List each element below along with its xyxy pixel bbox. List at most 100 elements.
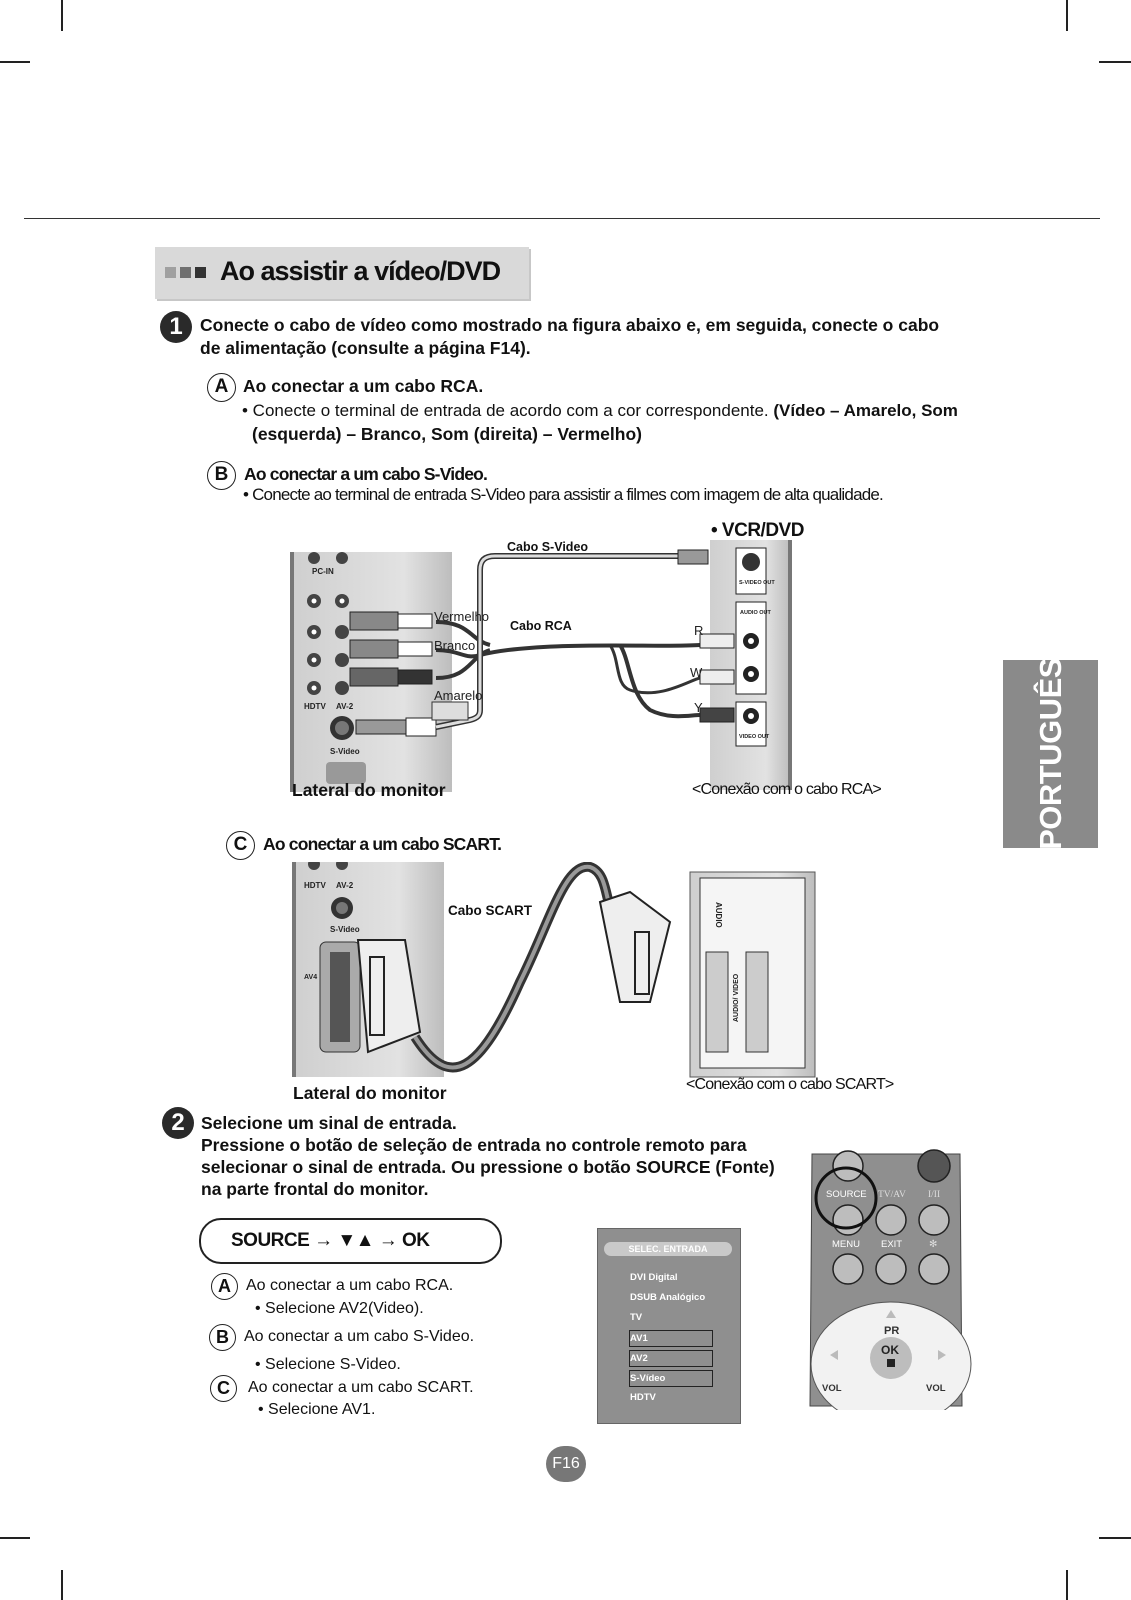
step-2-a-text: Ao conectar a um cabo RCA. (246, 1277, 454, 1294)
crop-mark (0, 1537, 30, 1539)
menu-item-dvi-digital[interactable]: DVI Digital (630, 1272, 678, 1283)
port-av2-label: AV-2 (336, 702, 354, 711)
port-av2-label: AV-2 (336, 881, 354, 890)
port-hdtv-label: HDTV (304, 702, 326, 711)
panel-edge (290, 552, 294, 792)
port-audio-video-label: AUDIO/ VIDEO (733, 973, 740, 1022)
step-1-b-marker: B (207, 461, 236, 490)
menu-item-svideo[interactable]: S-Vídeo (629, 1370, 713, 1387)
menu-item-tv[interactable]: TV (630, 1312, 643, 1323)
menu-item-av1[interactable]: AV1 (629, 1330, 713, 1347)
wire-yellow-label: Amarelo (434, 688, 482, 703)
r-label: R (694, 623, 703, 638)
source-button[interactable] (832, 1204, 864, 1236)
step-2-c-bullet: • Selecione AV1. (258, 1401, 376, 1418)
cable-svideo-label: Cabo S-Video (507, 540, 588, 554)
section-title: Ao assistir a vídeo/DVD (220, 256, 501, 286)
step-1-c-marker: C (226, 831, 255, 860)
vol-left-label: VOL (822, 1383, 842, 1394)
scart-plug-left (356, 939, 422, 1054)
monitor-jacks (307, 552, 349, 695)
ok-label: OK (881, 1343, 899, 1357)
vol-right-label: VOL (926, 1383, 946, 1394)
port-svideo-out-label: S-VIDEO OUT (739, 580, 775, 586)
menu-item-hdtv[interactable]: HDTV (630, 1392, 656, 1403)
step-2-c-marker: C (210, 1375, 237, 1402)
ok-button[interactable] (870, 1337, 912, 1379)
port-audio-label: AUDIO (714, 902, 723, 928)
left-arrow-icon (830, 1350, 838, 1360)
section-title-box: Ao assistir a vídeo/DVD (155, 247, 529, 299)
scart-caption: <Conexão com o cabo SCART> (686, 1076, 894, 1093)
svideo-plug-monitor (355, 719, 407, 735)
menu-item-av2[interactable]: AV2 (629, 1350, 713, 1367)
title-square-icon (180, 267, 191, 278)
step-2-b-marker: B (209, 1324, 236, 1351)
crop-mark (1099, 1537, 1131, 1539)
w-label: W (690, 665, 703, 680)
step-1-a-marker: A (207, 373, 236, 402)
crop-mark (61, 0, 63, 31)
power-mode-label: I/II (928, 1190, 940, 1200)
page-number: F16 (546, 1446, 586, 1482)
rca-plug-vcr (699, 707, 735, 723)
crop-mark (61, 1570, 63, 1600)
power-button[interactable] (917, 1149, 951, 1183)
scart-cable (410, 862, 615, 1073)
rca-caption: <Conexão com o cabo RCA> (692, 781, 882, 798)
cables (435, 553, 701, 730)
step-1-number: 1 (160, 311, 192, 343)
tvav-label: TV/AV (878, 1190, 906, 1200)
step-2-line2: Pressione o botão de seleção de entrada … (201, 1135, 747, 1155)
source-label: SOURCE (826, 1189, 867, 1200)
stop-square-icon (887, 1359, 895, 1367)
menu-button[interactable] (832, 1253, 864, 1285)
button-sequence: SOURCE → ▼▲ → OK (199, 1218, 502, 1264)
step-2-c-text: Ao conectar a um cabo SCART. (248, 1379, 474, 1396)
rca-plug-vcr (699, 669, 735, 685)
step-1-a-bullet: • Conecte o terminal de entrada de acord… (242, 399, 958, 422)
scart-monitor-side-label: Lateral do monitor (293, 1083, 447, 1103)
crop-mark (0, 61, 30, 63)
menu-header: SELEC. ENTRADA (604, 1242, 732, 1256)
port-hdtv-label: HDTV (304, 881, 326, 890)
step-2-line4: na parte frontal do monitor. (201, 1179, 429, 1199)
crop-mark (1066, 0, 1068, 31)
remote-top-button[interactable] (832, 1150, 864, 1182)
port-audio-out-label: AUDIO OUT (740, 610, 772, 616)
power-mode-button[interactable] (918, 1204, 950, 1236)
tvav-button[interactable] (875, 1204, 907, 1236)
title-square-icon (195, 267, 206, 278)
rca-monitor-side-label: Lateral do monitor (292, 780, 446, 800)
step-1-a-title: Ao conectar a um cabo RCA. (243, 376, 484, 396)
step-2-b-text: Ao conectar a um cabo S-Video. (244, 1328, 475, 1345)
language-tab: PORTUGUÊS (1003, 658, 1098, 850)
port-pcin-label: PC-IN (312, 567, 334, 576)
pr-label: PR (884, 1325, 899, 1337)
up-arrow-icon (886, 1310, 896, 1318)
ferrite-core (431, 701, 469, 721)
cable-rca-label: Cabo RCA (510, 619, 572, 633)
language-tab-label: PORTUGUÊS (1032, 658, 1068, 850)
bullet-bold-text: (Vídeo – Amarelo, Som (773, 401, 958, 420)
step-1-a-bullet-line2: (esquerda) – Branco, Som (direita) – Ver… (252, 424, 642, 444)
star-label: ✻ (929, 1239, 937, 1250)
step-1-c-title: Ao conectar a um cabo SCART. (263, 834, 502, 854)
step-2-a-bullet: • Selecione AV2(Video). (255, 1300, 424, 1317)
rca-plugs-monitor (349, 611, 433, 687)
remote-control: SOURCE TV/AV I/II MENU EXIT ✻ PR OK VOL … (809, 1149, 972, 1410)
device-label: • VCR/DVD (711, 520, 804, 541)
rca-connection-diagram: PC-IN HDTV AV-2 S-Video S-VIDEO OUT AUDI… (290, 540, 792, 792)
y-label: Y (694, 700, 703, 715)
step-2-a-marker: A (211, 1273, 238, 1300)
wire-red-label: Vermelho (434, 609, 489, 624)
exit-button[interactable] (875, 1253, 907, 1285)
menu-item-dsub[interactable]: DSUB Analógico (630, 1292, 706, 1303)
port-av4-label: AV4 (304, 974, 317, 981)
star-button[interactable] (918, 1253, 950, 1285)
port-svideo-label: S-Video (330, 747, 360, 756)
port-video-out-label: VIDEO OUT (739, 734, 770, 740)
step-2-number: 2 (162, 1107, 194, 1139)
cable-scart-label: Cabo SCART (448, 903, 533, 918)
port-svideo-label: S-Video (330, 925, 360, 934)
